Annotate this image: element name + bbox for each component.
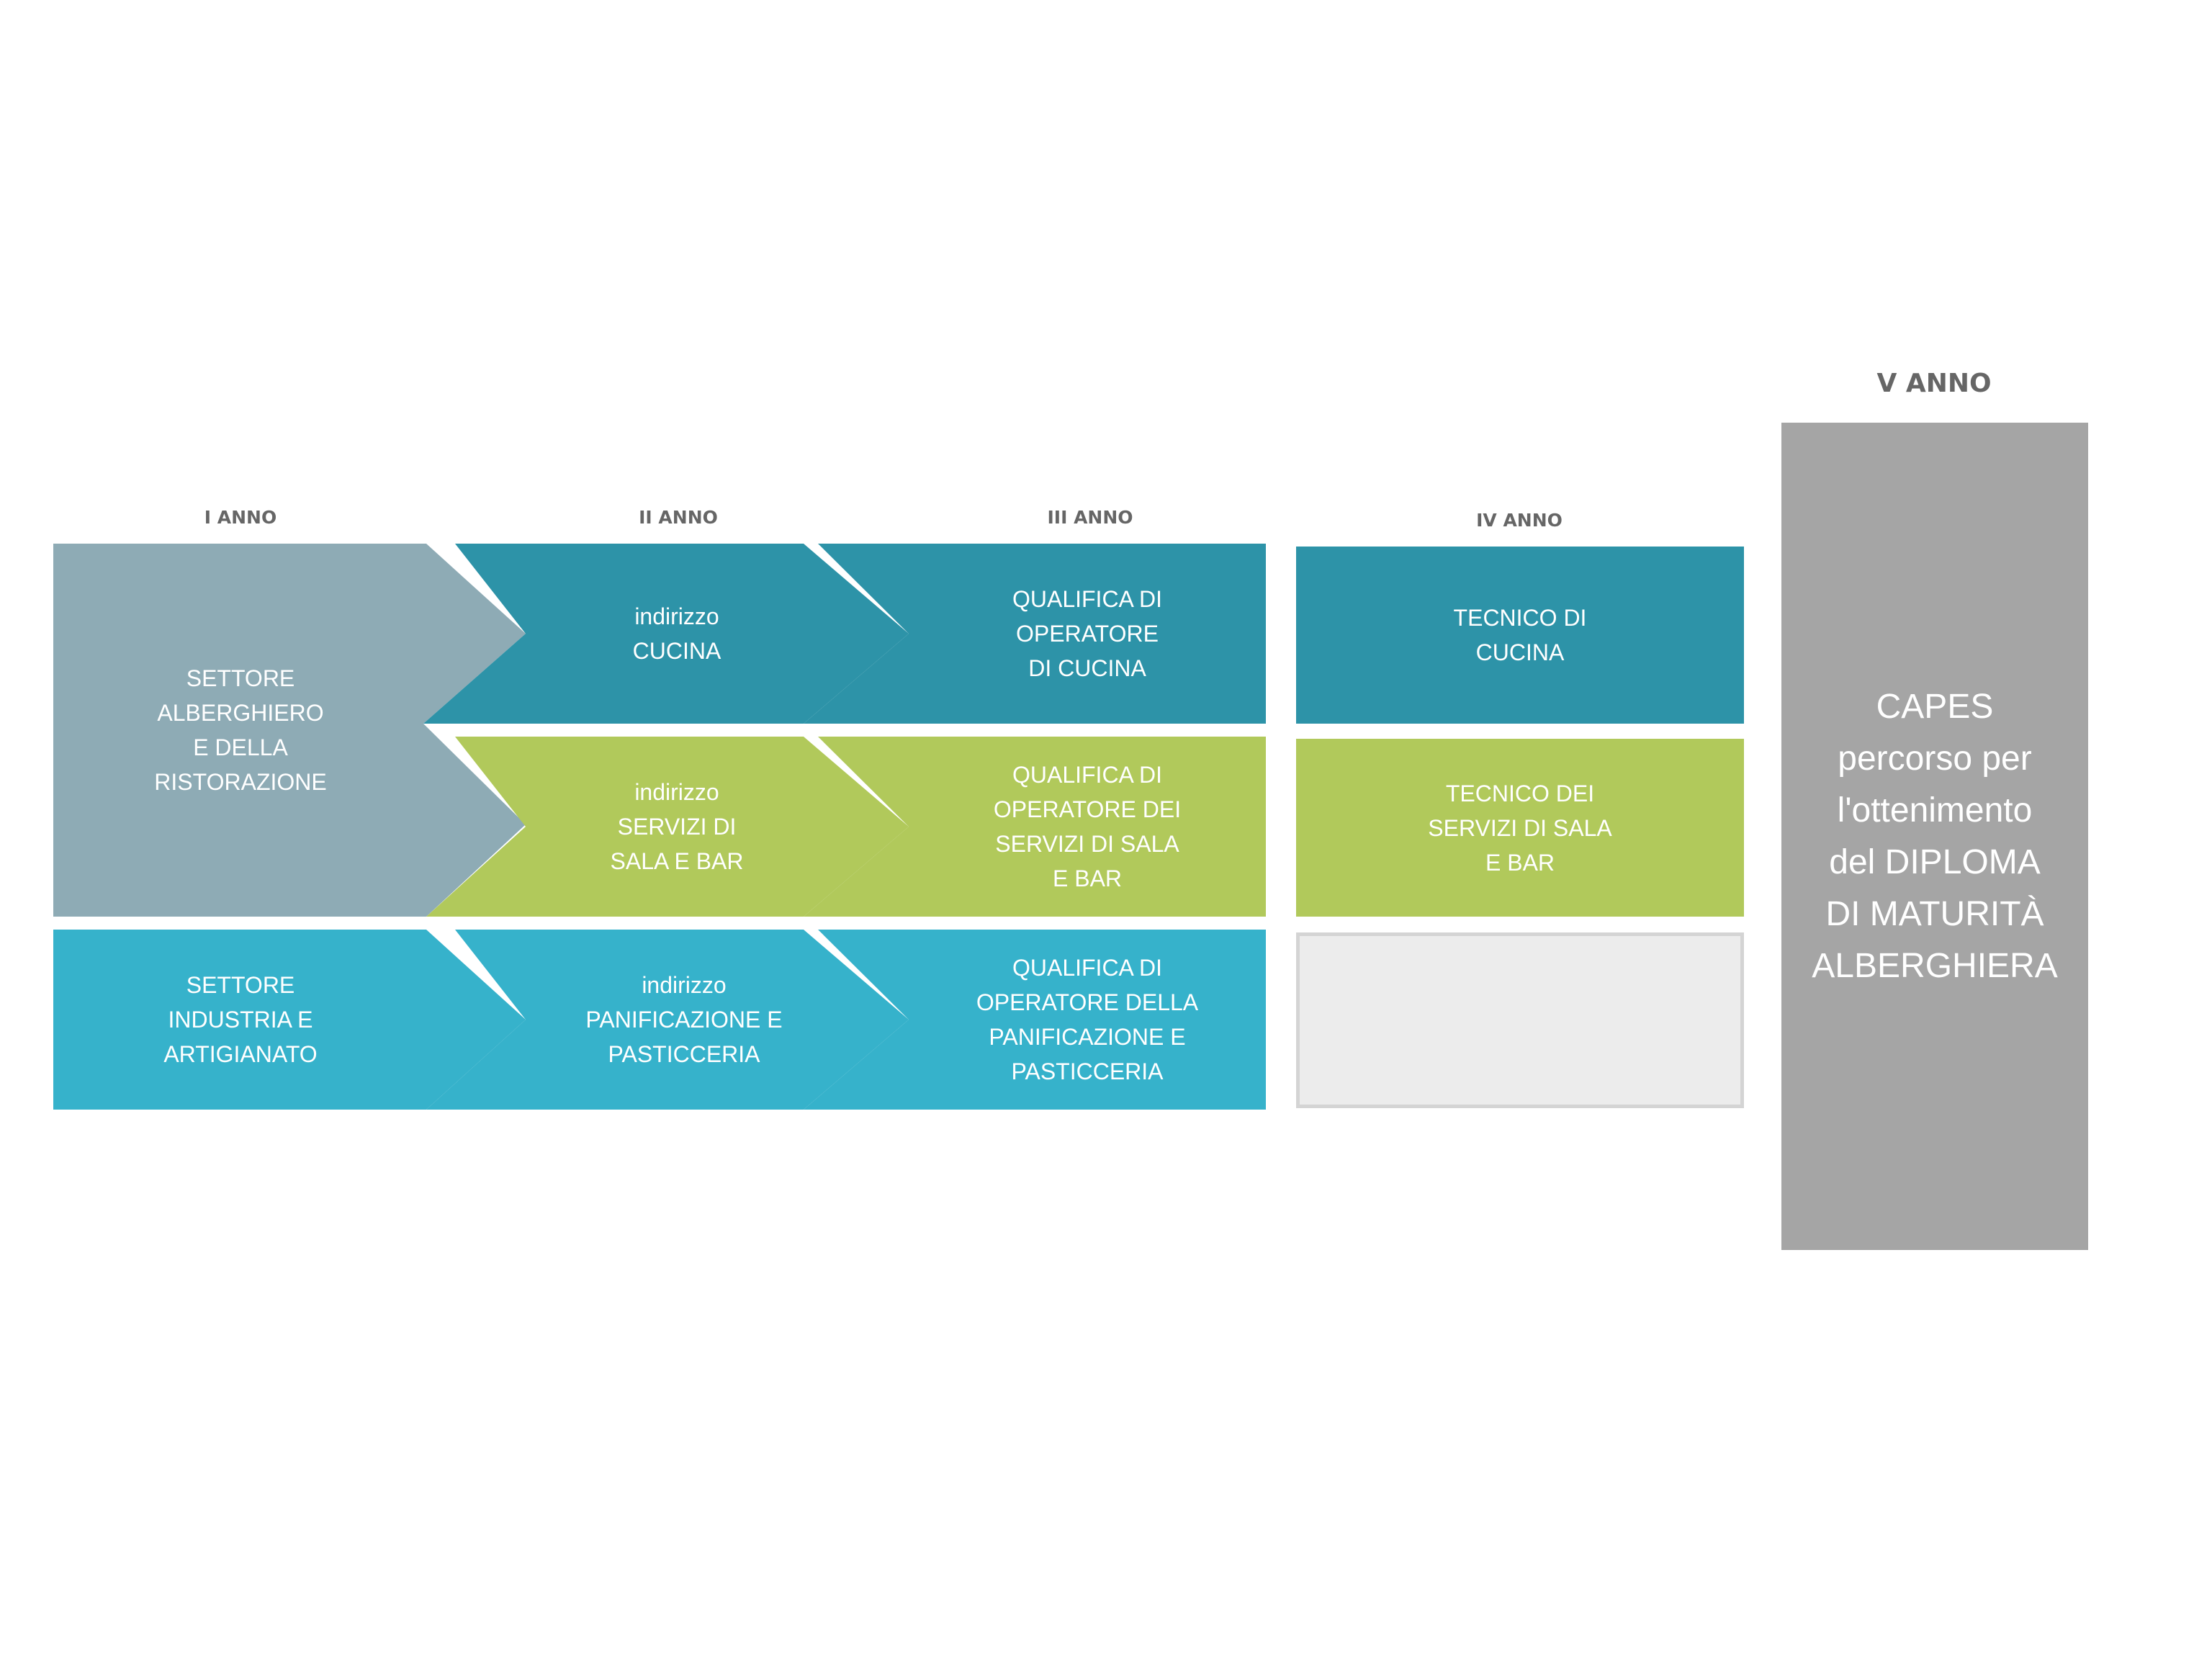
text-indirizzo-sala: indirizzo SERVIZI DI SALA E BAR [610, 779, 744, 874]
text-settore-industria: SETTORE INDUSTRIA E ARTIGIANATO [163, 972, 318, 1067]
chevron-indirizzo-sala [426, 737, 909, 917]
text-indirizzo-panificazione: indirizzo PANIFICAZIONE E PASTICCERIA [585, 972, 783, 1067]
text-qualifica-cucina: QUALIFICA DI OPERATORE DI CUCINA [1012, 586, 1163, 681]
chevron-settore-alberghiero [53, 544, 526, 917]
chevron-indirizzo-panificazione [426, 930, 909, 1110]
block-qualifica-panificazione [804, 930, 1266, 1110]
year-label-4: IV ANNO [1476, 510, 1563, 531]
block-tecnico-cucina [1296, 547, 1744, 724]
block-qualifica-cucina [804, 544, 1266, 724]
text-settore-alberghiero: SETTORE ALBERGHIERO E DELLA RISTORAZIONE [154, 665, 327, 795]
year-label-3: III ANNO [1047, 507, 1133, 528]
year-label-1: I ANNO [204, 507, 277, 528]
text-qualifica-sala: QUALIFICA DI OPERATORE DEI SERVIZI DI SA… [993, 762, 1182, 891]
chevron-settore-industria [53, 930, 526, 1110]
empty-placeholder-box [1296, 932, 1744, 1108]
chevron-indirizzo-cucina [423, 544, 909, 724]
block-qualifica-sala [804, 737, 1266, 917]
text-qualifica-panificazione: QUALIFICA DI OPERATORE DELLA PANIFICAZIO… [976, 955, 1199, 1084]
year-label-2: II ANNO [639, 507, 718, 528]
final-capes-box: CAPES percorso per l'ottenimento del DIP… [1781, 423, 2088, 1250]
text-tecnico-sala: TECNICO DEI SERVIZI DI SALA E BAR [1428, 780, 1612, 876]
block-tecnico-sala [1296, 739, 1744, 917]
text-indirizzo-cucina: indirizzo CUCINA [632, 603, 721, 664]
text-tecnico-cucina: TECNICO DI CUCINA [1453, 605, 1587, 665]
year-label-5: V ANNO [1876, 369, 1992, 398]
